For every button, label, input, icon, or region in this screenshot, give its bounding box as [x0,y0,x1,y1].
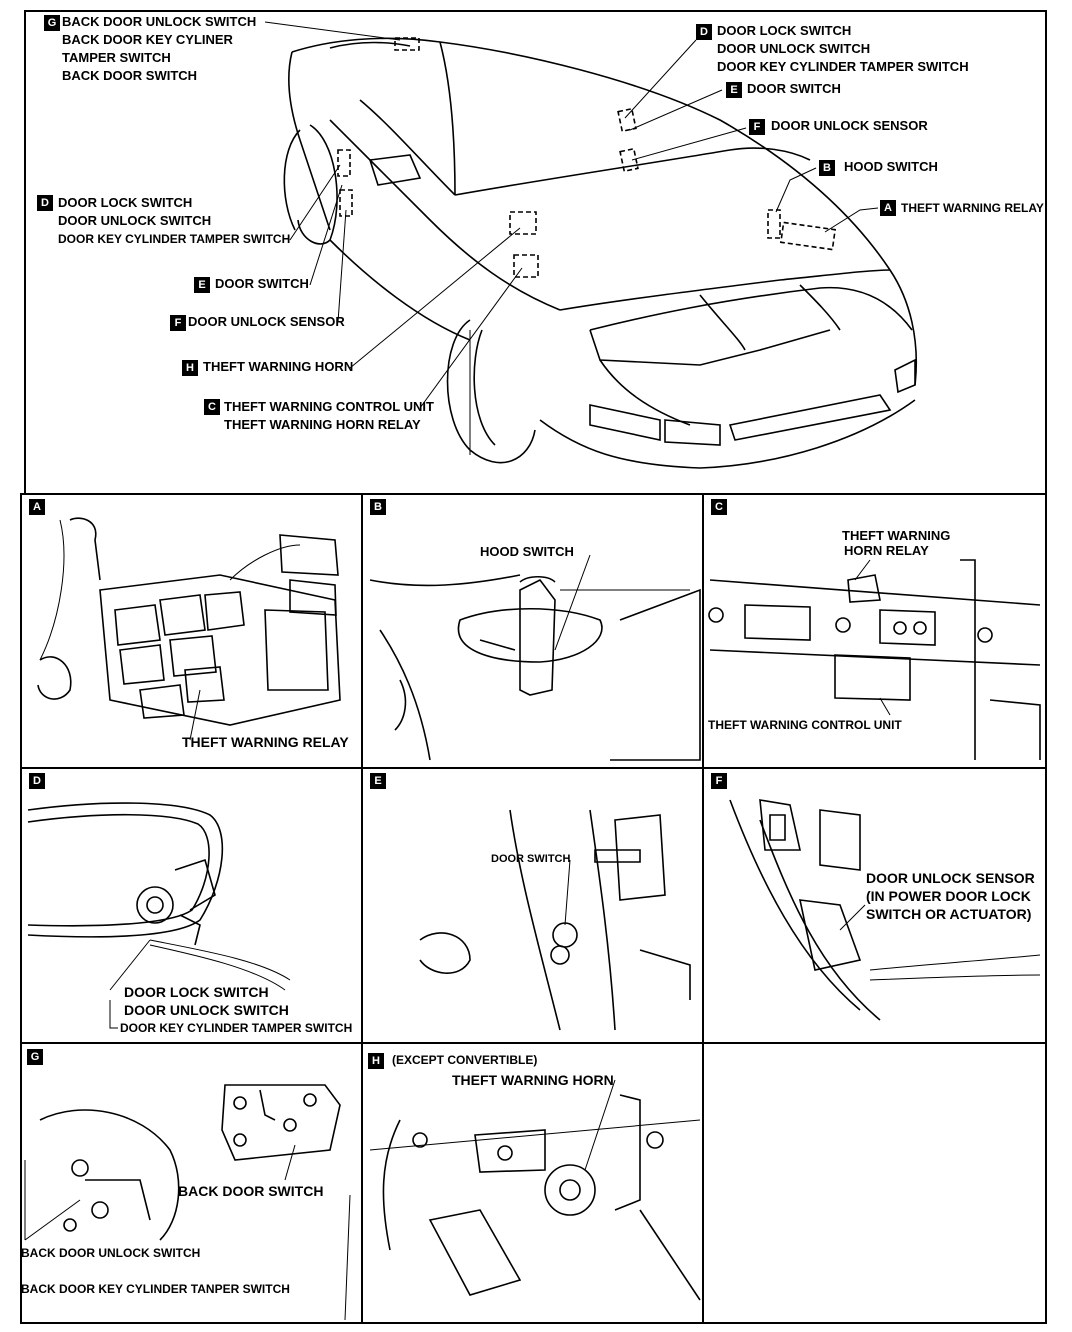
panel-g-key-cylinder-tamper-switch: BACK DOOR KEY CYLINDER TANPER SWITCH [21,1282,290,1296]
callout-tag-h: H [182,360,198,376]
callout-tag-d-right: D [696,24,712,40]
panel-d-tamper-switch: DOOR KEY CYLINDER TAMPER SWITCH [120,1021,353,1035]
panel-b-hood-switch: HOOD SWITCH [480,544,574,559]
callout-back-door-unlock-switch: BACK DOOR UNLOCK SWITCH [62,14,257,29]
callout-door-lock-switch-right: DOOR LOCK SWITCH [717,23,852,38]
callout-door-lock-switch-left: DOOR LOCK SWITCH [58,195,193,210]
callout-door-switch-right: DOOR SWITCH [747,81,841,96]
panel-g-back-door-switch: BACK DOOR SWITCH [178,1183,324,1199]
callout-door-unlock-sensor-left: DOOR UNLOCK SENSOR [188,314,345,329]
callout-tag-b: B [819,160,835,176]
callout-theft-warning-horn-relay: THEFT WARNING HORN RELAY [224,417,421,432]
panel-c-horn-relay: HORN RELAY [844,543,929,558]
panel-h-horn-art [369,1079,701,1301]
callout-tamper-switch: TAMPER SWITCH [62,50,171,65]
callout-back-door-key-cylinder: BACK DOOR KEY CYLINER [62,32,233,47]
panel-c-control-unit: THEFT WARNING CONTROL UNIT [708,718,902,732]
panel-a-tag: A [29,499,45,515]
panel-f-tag: F [711,773,727,789]
panel-f-door-unlock-sensor: DOOR UNLOCK SENSOR [866,870,1035,886]
callout-tag-f-right: F [749,119,765,135]
panel-h-theft-warning-horn: THEFT WARNING HORN [452,1072,614,1088]
callout-key-cylinder-tamper-right: DOOR KEY CYLINDER TAMPER SWITCH [717,59,969,74]
panel-h-tag: H [368,1053,384,1069]
callout-theft-warning-relay: THEFT WARNING RELAY [901,201,1044,215]
panel-f-in-power-door-lock: (IN POWER DOOR LOCK [866,888,1031,904]
callout-tag-f-left: F [170,315,186,331]
panel-g-back-door-unlock-switch: BACK DOOR UNLOCK SWITCH [21,1246,201,1260]
panel-e-tag: E [370,773,386,789]
callout-hood-switch: HOOD SWITCH [844,159,938,174]
panel-f-door-unlock-sensor-art [729,799,1041,1021]
car-body-outline [283,37,918,469]
panel-d-tag: D [29,773,45,789]
panel-f-switch-or-actuator: SWITCH OR ACTUATOR) [866,906,1032,922]
panel-d-door-unlock-switch: DOOR UNLOCK SWITCH [124,1002,289,1018]
panel-b-hood-switch-art [369,554,701,761]
panel-c-tag: C [711,499,727,515]
panel-c-control-unit-art [708,559,1041,760]
callout-door-unlock-switch-right: DOOR UNLOCK SWITCH [717,41,871,56]
callout-tag-e-right: E [726,82,742,98]
panel-a-theft-warning-relay: THEFT WARNING RELAY [182,734,349,750]
callout-theft-warning-control-unit: THEFT WARNING CONTROL UNIT [224,399,434,414]
callout-tag-a: A [880,200,896,216]
callout-key-cylinder-tamper-left: DOOR KEY CYLINDER TAMPER SWITCH [58,232,291,246]
callout-tag-e-left: E [194,277,210,293]
panel-e-door-switch: DOOR SWITCH [491,853,571,865]
callout-leader-lines [264,21,879,409]
panel-a-relay-box-art [37,517,341,741]
panel-empty-frame [702,1042,1047,1324]
panel-b-tag: B [370,499,386,515]
panel-g-back-door-art [24,1084,351,1321]
panel-d-door-lock-switch: DOOR LOCK SWITCH [124,984,269,1000]
callout-tag-c: C [204,399,220,415]
panel-c-theft-warning: THEFT WARNING [842,528,951,543]
callout-theft-warning-horn: THEFT WARNING HORN [203,359,354,374]
callout-tag-g: G [44,15,60,31]
panel-h-except-convertible: (EXCEPT CONVERTIBLE) [392,1053,538,1067]
callout-door-unlock-sensor-right: DOOR UNLOCK SENSOR [771,118,928,133]
panel-g-tag: G [27,1049,43,1065]
callout-tag-d-left: D [37,195,53,211]
callout-door-switch-left: DOOR SWITCH [215,276,309,291]
panel-d-door-lock-art [27,802,291,1029]
callout-back-door-switch: BACK DOOR SWITCH [62,68,198,83]
panel-e-door-switch-art [419,809,691,1031]
callout-door-unlock-switch-left: DOOR UNLOCK SWITCH [58,213,212,228]
